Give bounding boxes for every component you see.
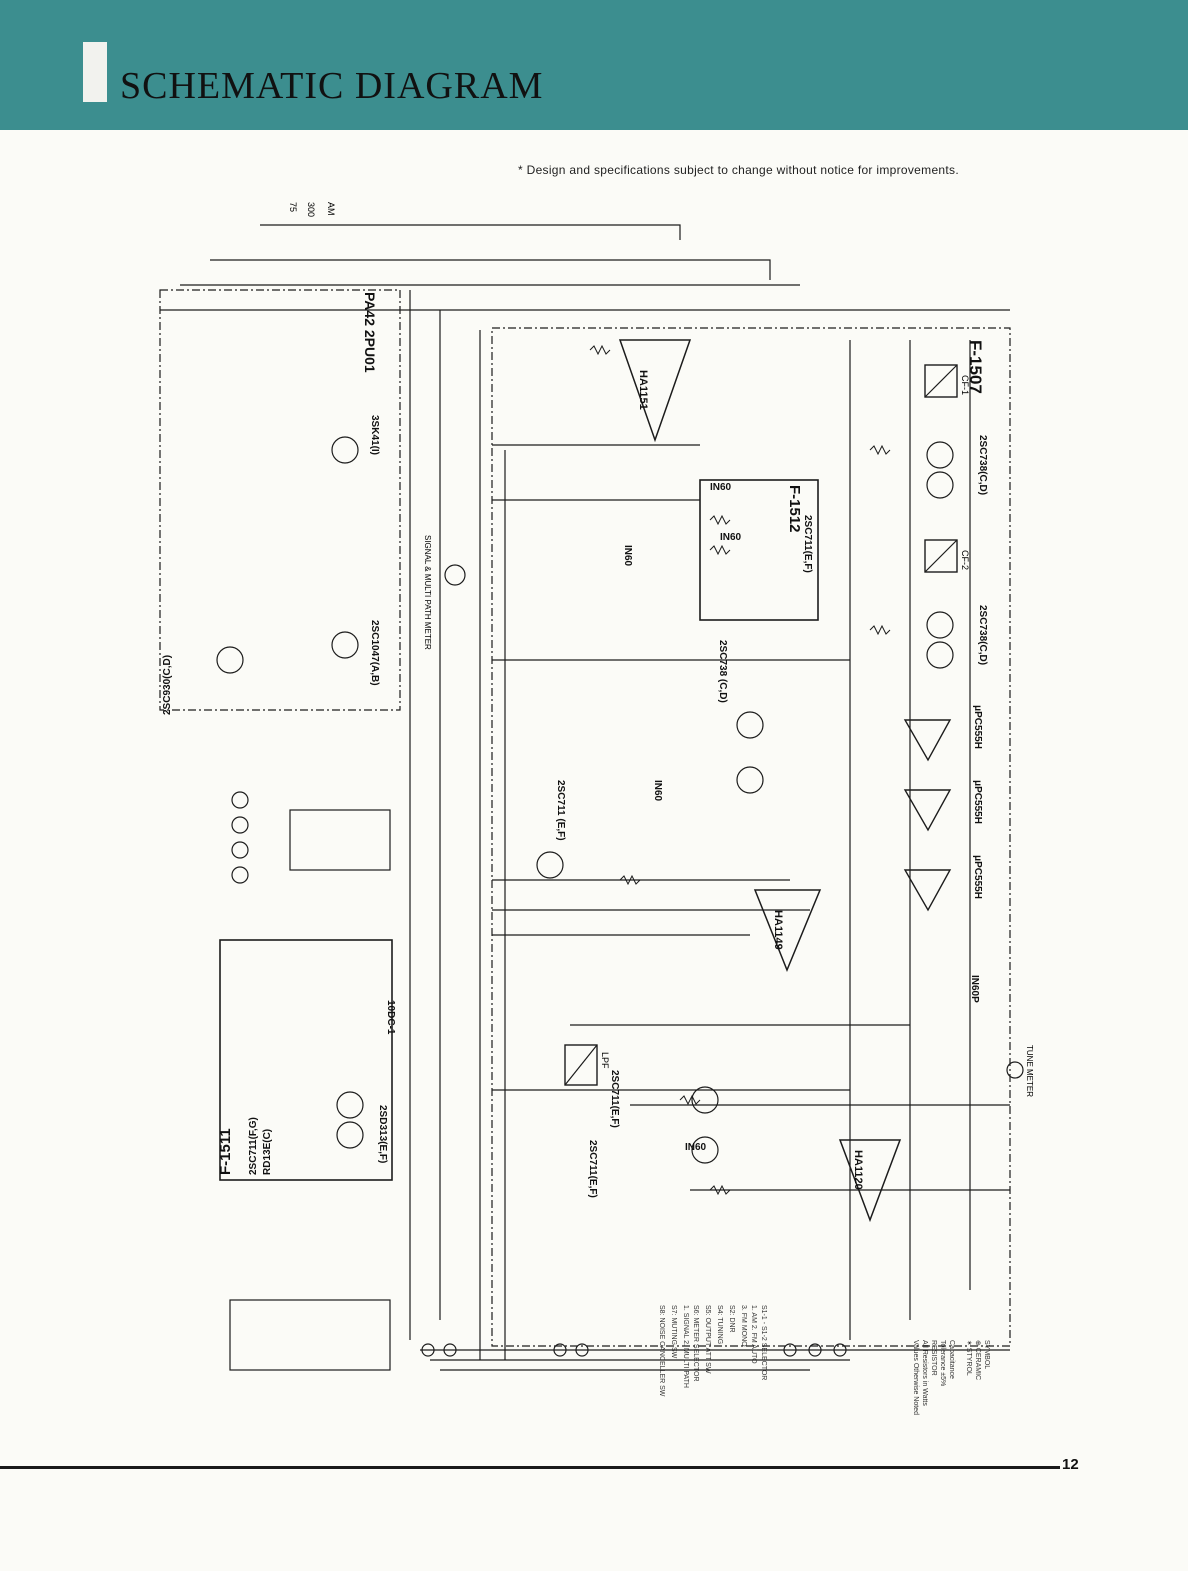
ic-ha1151: HA1151 <box>637 370 649 410</box>
symbol-legend: SYMBOL ⊕ CERAMIC ✶ STYROL Capacitance To… <box>912 1340 990 1415</box>
module-label-f1512: F-1512 <box>786 485 803 533</box>
ic-upc555h-2: μPC555H <box>972 780 983 824</box>
signal-multipath-meter-label: SIGNAL & MULTI PATH METER <box>423 535 432 650</box>
svg-text:S1-1 - S1-2 SELECTOR: S1-1 - S1-2 SELECTOR <box>760 1305 767 1380</box>
antenna-am-label: AM <box>326 202 336 216</box>
q-2sc711fg: 2SC711(F,G) <box>248 1117 259 1175</box>
q-rd13ec: RD13E(C) <box>262 1129 273 1175</box>
filter-lpf: LPF <box>600 1052 610 1069</box>
module-label-f1507: F-1507 <box>966 340 985 394</box>
schematic-diagram: F-1507 F-1512 F-1511 PA42 2PU01 HA1151 H… <box>159 202 1034 1415</box>
tune-meter-label: TUNE METER <box>1025 1045 1034 1097</box>
svg-text:S7: MUTING SW: S7: MUTING SW <box>670 1305 677 1359</box>
footer-rule <box>0 1466 1060 1469</box>
svg-text:S2: DNR: S2: DNR <box>728 1305 735 1333</box>
svg-text:S4: TUNING: S4: TUNING <box>716 1305 723 1344</box>
q-2sc711-d: 2SC711(E,F) <box>587 1140 598 1198</box>
page-number: 12 <box>1062 1456 1079 1473</box>
module-box-f1511 <box>219 939 393 1181</box>
antenna-300-label: 300 <box>306 202 316 217</box>
svg-text:1. SIGNAL 2. MULTI PATH: 1. SIGNAL 2. MULTI PATH <box>682 1305 689 1388</box>
svg-text:All Resistors in Watts: All Resistors in Watts <box>921 1340 928 1406</box>
svg-text:Capacitance: Capacitance <box>948 1340 955 1379</box>
ic-upc555h-3: μPC555H <box>972 855 983 899</box>
q-2sc1047: 2SC1047(A,B) <box>369 620 380 686</box>
ic-ha1120: HA1120 <box>852 1150 864 1190</box>
antenna-75-label: 75 <box>288 202 298 212</box>
svg-text:S8: NOISE CANCELLER SW: S8: NOISE CANCELLER SW <box>658 1305 665 1397</box>
module-label-f1511: F-1511 <box>217 1128 234 1175</box>
diode-in60-c: IN60 <box>622 545 633 567</box>
svg-text:S6: METER SELECTOR: S6: METER SELECTOR <box>692 1305 699 1382</box>
svg-text:Tolerance ±5%: Tolerance ±5% <box>939 1340 946 1386</box>
module-label-pa42: PA42 2PU01 <box>362 292 378 373</box>
diode-10dc1: 10DC-1 <box>385 1000 396 1035</box>
filter-cf1: CF-1 <box>960 375 970 395</box>
diode-in60p: IN60P <box>969 975 980 1003</box>
q-2sc738-b: 2SC738(C,D) <box>977 605 988 665</box>
filter-cf2: CF-2 <box>960 550 970 570</box>
q-2sc738-a: 2SC738(C,D) <box>977 435 988 495</box>
q-2sc930: 2SC930(C,D) <box>162 655 173 715</box>
switch-legend: S1-1 - S1-2 SELECTOR 1. AM 2. FM AUTO 3.… <box>658 1305 767 1397</box>
q-2sc711-b: 2SC711 (E,F) <box>555 780 566 841</box>
svg-text:RESISTOR: RESISTOR <box>930 1340 937 1376</box>
svg-text:3. FM MONO: 3. FM MONO <box>740 1305 747 1347</box>
ic-upc555h-1: μPC555H <box>972 705 983 749</box>
diode-in60-a: IN60 <box>710 482 732 493</box>
q-2sc711-c: 2SC711(E,F) <box>609 1070 620 1128</box>
svg-text:SYMBOL: SYMBOL <box>983 1340 990 1369</box>
q-2sd313: 2SD313(E,F) <box>377 1105 388 1163</box>
module-box-frontend <box>159 289 401 711</box>
page-title: SCHEMATIC DIAGRAM <box>120 65 544 107</box>
svg-text:✶ STYROL: ✶ STYROL <box>965 1340 973 1376</box>
diode-in60-b: IN60 <box>720 532 742 543</box>
q-3sk41: 3SK41(I) <box>369 415 380 455</box>
module-box-f1507 <box>491 327 1011 1347</box>
header-accent-bar <box>83 42 107 102</box>
svg-text:S5: OUTPUT ATT SW: S5: OUTPUT ATT SW <box>704 1305 711 1374</box>
disclaimer-note: * Design and specifications subject to c… <box>518 163 959 177</box>
header-banner: SCHEMATIC DIAGRAM <box>0 0 1188 130</box>
diode-in60-d: IN60 <box>652 780 663 802</box>
module-box-f1512 <box>699 479 819 621</box>
svg-text:1. AM 2. FM AUTO: 1. AM 2. FM AUTO <box>750 1305 757 1364</box>
q-2sc738-c: 2SC738 (C,D) <box>717 640 728 703</box>
q-2sc711-a: 2SC711(E,F) <box>802 515 813 573</box>
svg-text:Values Otherwise Noted: Values Otherwise Noted <box>912 1340 919 1415</box>
ic-ha1149: HA1149 <box>772 910 784 950</box>
diode-in60-e: IN60 <box>685 1142 707 1153</box>
svg-text:⊕ CERAMIC: ⊕ CERAMIC <box>974 1340 981 1380</box>
